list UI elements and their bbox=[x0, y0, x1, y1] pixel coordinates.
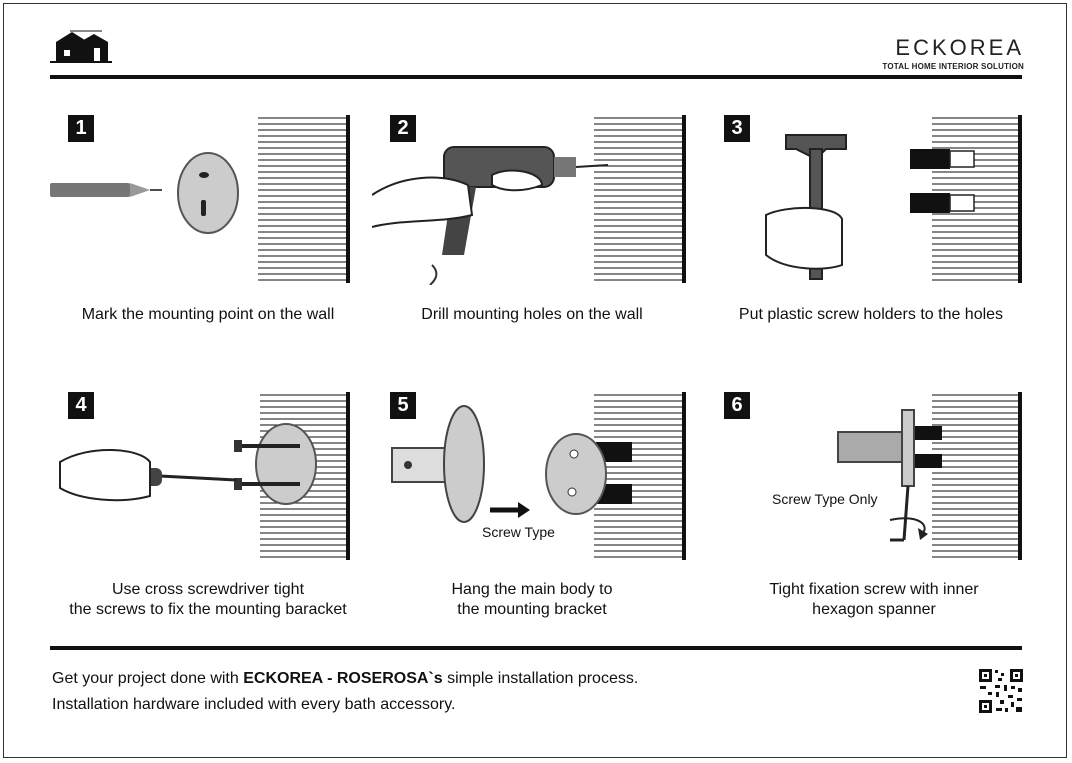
step-number: 5 bbox=[390, 392, 416, 419]
step-4: 4 Use cross screwdriver tight the screws… bbox=[50, 392, 360, 662]
page-frame bbox=[3, 3, 1067, 758]
footer-line-1: Get your project done with ECKOREA - ROS… bbox=[52, 670, 638, 688]
brand: ECKOREA TOTAL HOME INTERIOR SOLUTION bbox=[882, 35, 1024, 72]
step-caption: Hang the main body to the mounting brack… bbox=[451, 581, 613, 618]
footer-suffix: simple installation process. bbox=[442, 670, 639, 687]
step-number: 2 bbox=[390, 115, 416, 142]
step-number: 6 bbox=[724, 392, 750, 419]
pencil-marking-wall-icon bbox=[50, 115, 350, 283]
qr-code-icon[interactable] bbox=[978, 668, 1024, 714]
step-2: 2 Drill mounting holes on the wall bbox=[372, 115, 686, 385]
top-divider bbox=[50, 75, 1022, 79]
footer-line-2: Installation hardware included with ever… bbox=[52, 696, 456, 713]
house-logo-icon bbox=[50, 30, 112, 63]
bracket-hang-icon bbox=[391, 392, 686, 560]
step-number: 4 bbox=[68, 392, 94, 419]
screw-type-note: Screw Type bbox=[482, 524, 555, 540]
hammer-icon bbox=[765, 115, 1022, 283]
step-caption: Drill mounting holes on the wall bbox=[421, 306, 643, 323]
step-5: 5 Screw Type Hang the main body to the m… bbox=[372, 392, 686, 662]
screw-type-only-note: Screw Type Only bbox=[772, 491, 878, 507]
step-number: 1 bbox=[68, 115, 94, 142]
step-number: 3 bbox=[724, 115, 750, 142]
step-caption: Put plastic screw holders to the holes bbox=[738, 306, 1004, 323]
bottom-divider bbox=[50, 646, 1022, 650]
step-6: 6 Screw Type Only Tight fixation screw w… bbox=[706, 392, 1022, 662]
drill-icon bbox=[372, 115, 686, 285]
step-caption: Mark the mounting point on the wall bbox=[81, 306, 335, 323]
screwdriver-icon bbox=[59, 392, 350, 560]
brand-tagline: TOTAL HOME INTERIOR SOLUTION bbox=[882, 62, 1024, 71]
step-caption: Use cross screwdriver tight the screws t… bbox=[69, 581, 347, 618]
footer-brand: ECKOREA - ROSEROSA`s bbox=[243, 670, 443, 687]
step-3: 3 Put plastic screw holders to the holes bbox=[706, 115, 1022, 385]
hex-spanner-icon bbox=[837, 392, 1022, 560]
brand-name: ECKOREA bbox=[895, 35, 1024, 60]
footer-prefix: Get your project done with bbox=[52, 670, 244, 687]
step-1: 1 Mark the mounting point on the wall bbox=[50, 115, 360, 385]
step-caption: Tight fixation screw with inner hexagon … bbox=[769, 581, 979, 618]
